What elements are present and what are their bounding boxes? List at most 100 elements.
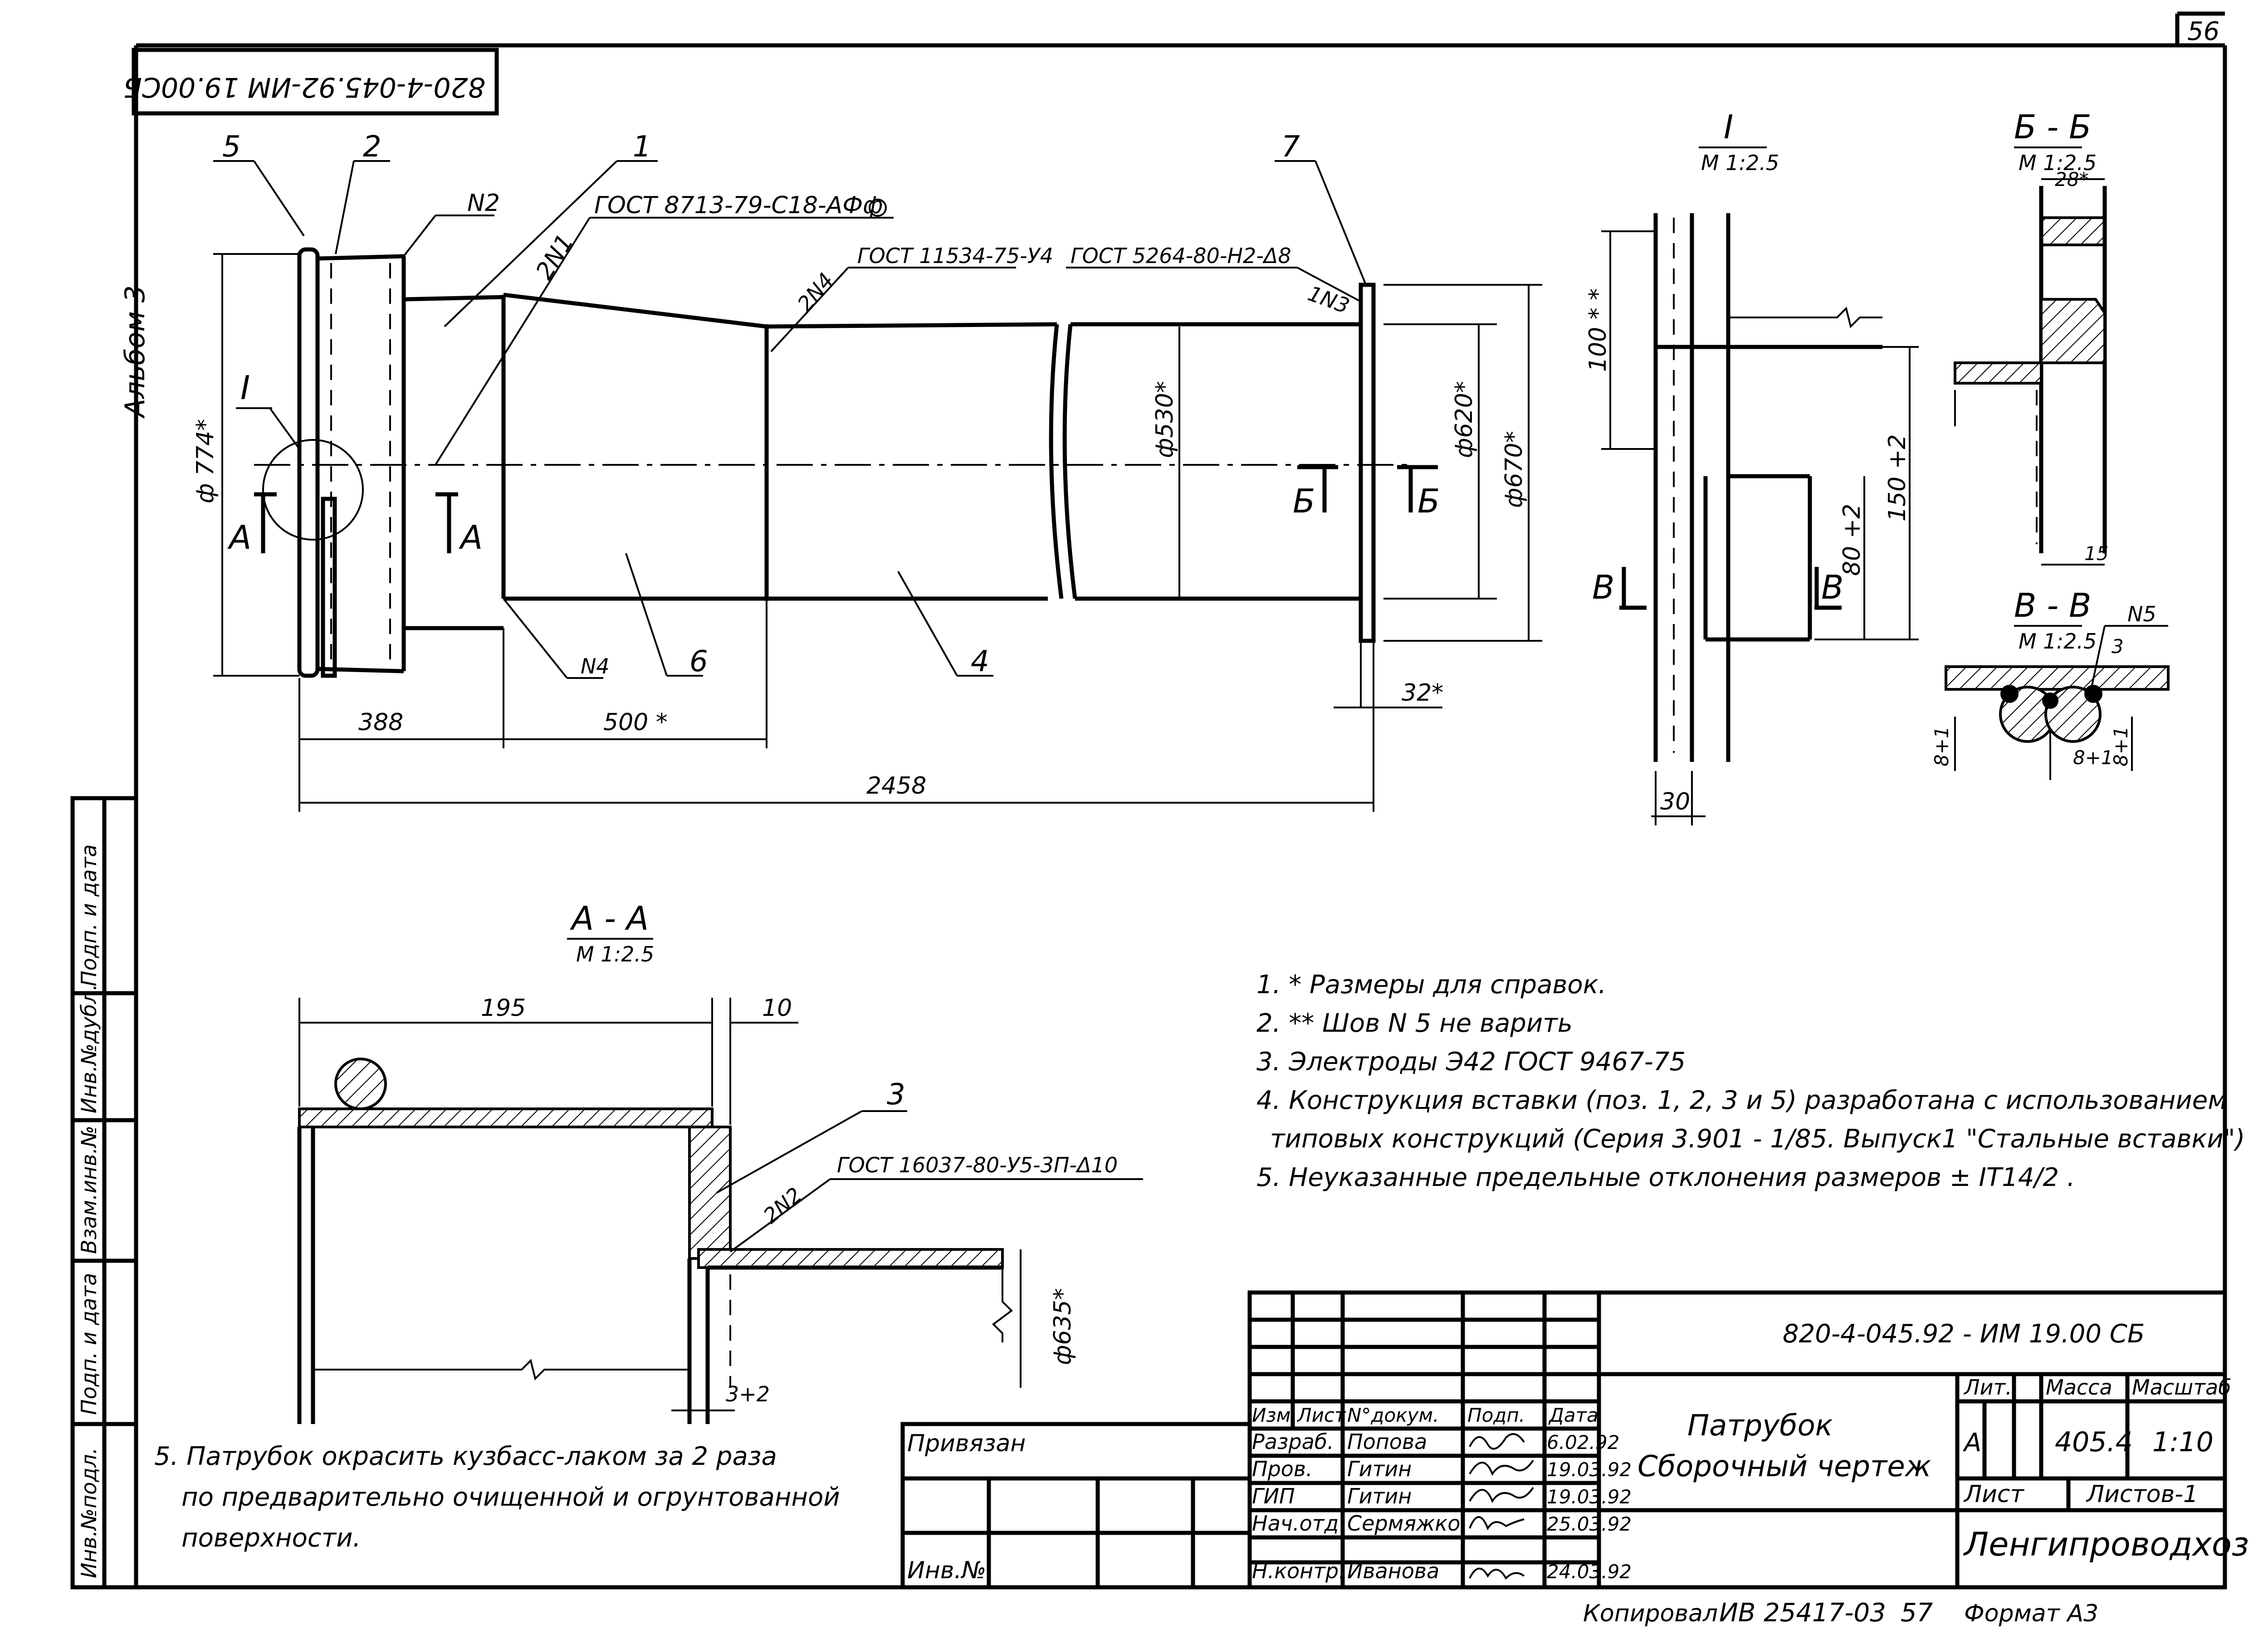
product-name-line-2: Сборочный чертеж <box>1637 1450 1931 1483</box>
dim-500: 500 * <box>603 709 668 736</box>
row-name-razrab: Попова <box>1347 1429 1427 1454</box>
paint-note: 5. Патрубок окрасить кузбасс-лаком за 2 … <box>154 1442 840 1553</box>
lit-value: А <box>1963 1428 1981 1458</box>
paint-note-line-1: 5. Патрубок окрасить кузбасс-лаком за 2 … <box>154 1442 777 1471</box>
section-bb-scale: М 1:2.5 <box>2019 151 2097 175</box>
section-bb-dim-15: 15 <box>2084 542 2108 565</box>
gost-8713-ref: ГОСТ 8713-79-С18-АФф <box>594 192 887 219</box>
binding-inv-label: Инв.№ <box>907 1557 986 1584</box>
leader-pos-2: 2 <box>363 130 381 164</box>
dim-388: 388 <box>358 709 403 736</box>
row-date-nkontr: 24.03.92 <box>1547 1561 1632 1583</box>
section-vv-pos3: 3 <box>2112 635 2124 658</box>
gost-5264-ref: ГОСТ 5264-80-Н2-Δ8 <box>1070 244 1291 268</box>
section-vv-dim-8c: 8+1 <box>2110 726 2132 766</box>
section-aa-title: А - А <box>570 899 649 937</box>
main-assembly-view <box>254 247 1415 678</box>
signature-marks <box>1469 1433 1534 1580</box>
stamp-vzam-inv: Взам.инв.№ <box>77 1126 101 1254</box>
row-role-razrab: Разраб. <box>1252 1429 1334 1454</box>
detail-mark-leader <box>269 407 300 450</box>
section-aa-view <box>297 938 1143 1424</box>
dim-32: 32* <box>1402 679 1443 707</box>
section-markers-main <box>254 465 1438 553</box>
stamp-podp-data-1: Подп. и дата <box>77 1273 101 1415</box>
weld-mark-n2: N2 <box>467 190 500 217</box>
organization-name: Ленгипроводхоз <box>1963 1525 2249 1563</box>
row-date-nachotd: 25.03.92 <box>1547 1513 1632 1535</box>
section-vv-dim-8a: 8+1 <box>1931 726 1953 766</box>
stamp-inv-dubl: Инв.№дубл. <box>77 984 101 1113</box>
leader-pos-7: 7 <box>1281 130 1300 164</box>
weld-mark-n4: N4 <box>581 654 610 678</box>
gost-11534-ref: ГОСТ 11534-75-У4 <box>857 244 1053 268</box>
row-name-gip: Гитин <box>1347 1484 1412 1508</box>
sheet-label: Лист <box>1963 1481 2024 1508</box>
dim-phi-670: ф670* <box>1501 431 1528 508</box>
rotated-code-box: 820-4-045.92-ИМ 19.00СБ <box>123 48 499 116</box>
title-block-code: 820-4-045.92 - ИМ 19.00 СБ <box>1783 1319 2145 1349</box>
scale-label: Масштаб <box>2132 1375 2231 1400</box>
mass-label: Масса <box>2046 1375 2112 1400</box>
title-col-podp: Подп. <box>1467 1404 1525 1426</box>
lit-label: Лит. <box>1963 1375 2012 1400</box>
section-mark-b-right: Б <box>1418 482 1440 520</box>
section-vv-view <box>1945 625 2170 780</box>
section-vv-n5: N5 <box>2127 602 2156 626</box>
main-view-leaders <box>213 160 1366 679</box>
title-col-list: Лист <box>1296 1404 1346 1426</box>
page-number: 56 <box>2187 17 2219 46</box>
detail-i-dim-150: 150 +2 <box>1884 434 1911 522</box>
leader-pos-1: 1 <box>633 130 651 164</box>
row-name-nkontr: Иванова <box>1347 1559 1439 1583</box>
binding-block <box>900 1422 1252 1590</box>
mass-value: 405.4 <box>2055 1426 2133 1458</box>
section-aa-scale: М 1:2.5 <box>576 942 654 966</box>
section-aa-leader-3: 3 <box>887 1078 905 1112</box>
title-col-data: Дата <box>1548 1404 1598 1426</box>
row-name-nachotd: Сермяжко <box>1347 1511 1460 1536</box>
detail-i-title: I <box>1724 108 1733 146</box>
footer-copy-number: ИВ 25417-03 <box>1719 1598 1886 1628</box>
footer-format: Формат А3 <box>1964 1600 2098 1627</box>
row-role-nkontr: Н.контр. <box>1252 1559 1345 1583</box>
scale-value: 1:10 <box>2152 1426 2214 1458</box>
weld-mark-1n3: 1N3 <box>1305 281 1353 319</box>
section-aa-dim-635: ф635* <box>1049 1288 1076 1365</box>
title-col-dokum: N°докум. <box>1347 1404 1439 1426</box>
row-name-prov: Гитин <box>1347 1457 1412 1481</box>
paint-note-line-2: по предварительно очищенной и огрунтован… <box>181 1483 840 1512</box>
section-vv-title: В - В <box>2014 586 2092 624</box>
footer-copied-label: Копировал <box>1583 1600 1718 1627</box>
note-2: 2. ** Шов N 5 не варить <box>1256 1009 1573 1038</box>
row-date-razrab: 6.02.92 <box>1547 1431 1619 1454</box>
section-bb-title: Б - Б <box>2014 108 2092 146</box>
leader-pos-5: 5 <box>222 130 241 164</box>
detail-i-dim-100: 100 * * <box>1584 288 1612 372</box>
dim-phi-774: ф 774* <box>192 419 219 503</box>
note-3: 3. Электроды Э42 ГОСТ 9467-75 <box>1256 1047 1686 1077</box>
product-name-line-1: Патрубок <box>1687 1409 1833 1443</box>
album-label: Альбом 3 <box>119 285 151 419</box>
weld-mark-2n4: 2N4 <box>792 268 838 316</box>
section-aa-dim-3: 3+2 <box>726 1382 770 1406</box>
row-role-nachotd: Нач.отд <box>1252 1511 1339 1536</box>
detail-i-view <box>1601 146 1919 825</box>
stamp-inv-podl: Инв.№подл. <box>77 1448 101 1578</box>
section-mark-a-left: А <box>227 518 251 556</box>
side-stamp <box>70 796 138 1590</box>
note-1: 1. * Размеры для справок. <box>1256 970 1606 1000</box>
binding-label: Привязан <box>907 1430 1026 1457</box>
note-4: 4. Конструкция вставки (поз. 1, 2, 3 и 5… <box>1256 1086 2227 1115</box>
note-5: 5. Неуказанные предельные отклонения раз… <box>1256 1163 2075 1192</box>
row-role-prov: Пров. <box>1252 1457 1313 1481</box>
title-col-izm: Изм. <box>1252 1404 1297 1426</box>
detail-i-dim-80: 80 +2 <box>1838 504 1866 576</box>
svg-text:ГОСТ 8713-79-С18-АФф: ГОСТ 8713-79-С18-АФф <box>594 192 883 219</box>
detail-i-dim-30: 30 <box>1660 788 1690 815</box>
row-role-gip: ГИП <box>1252 1484 1295 1508</box>
note-4-cont: типовых конструкций (Серия 3.901 - 1/85.… <box>1270 1124 2245 1154</box>
leader-pos-6: 6 <box>689 645 708 678</box>
stamp-podp-data-2: Подп. и дата <box>77 844 101 986</box>
